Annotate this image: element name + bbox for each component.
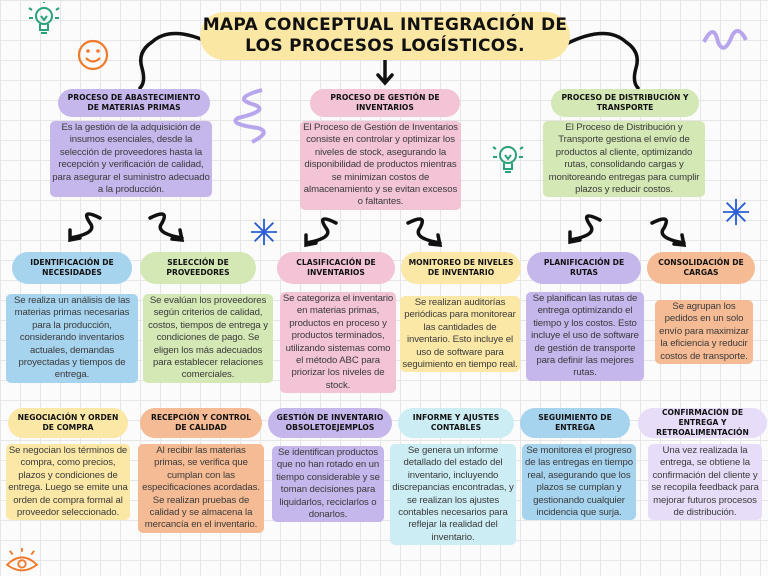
step-header-negociacion: Negociación y orden de compra: [8, 408, 128, 438]
eye-icon: [5, 548, 39, 572]
star-icon: [722, 198, 750, 226]
arrow-right: [564, 31, 640, 90]
process-header-abastecimiento: Proceso de abastecimiento de materias pr…: [58, 89, 210, 117]
step-header-monitoreo: Monitoreo de niveles de inventario: [401, 252, 521, 284]
step-text-monitoreo: Se realizan auditorías periódicas para m…: [400, 296, 520, 373]
page-title: MAPA CONCEPTUAL INTEGRACIÓN DE LOS PROCE…: [200, 12, 570, 60]
step-header-consolidacion: Consolidación de cargas: [647, 252, 755, 284]
step-header-identificacion: Identificación de necesidades: [12, 252, 132, 284]
step-header-informe: Informe y ajustes contables: [398, 408, 514, 438]
process-text-distribucion: El Proceso de Distribución y Transporte …: [543, 121, 705, 198]
process-header-distribucion: Proceso de distribución y transporte: [551, 89, 699, 117]
squiggle-icon: [233, 88, 266, 144]
lightbulb-icon: [28, 2, 60, 34]
step-header-obsoleto: Gestión de inventario obsoletoejemplos: [268, 408, 392, 438]
star-icon: [250, 218, 278, 246]
arrow-left: [138, 31, 214, 90]
step-header-planificacion: Planificación de rutas: [527, 252, 641, 284]
step-text-confirmacion: Una vez realizada la entrega, se obtiene…: [648, 444, 762, 521]
step-text-identificacion: Se realiza un análisis de las materias p…: [6, 294, 138, 383]
step-text-negociacion: Se negocian los términos de compra, como…: [6, 444, 130, 521]
step-text-planificacion: Se planifican las rutas de entrega optim…: [526, 292, 644, 381]
step-text-consolidacion: Se agrupan los pedidos en un solo envío …: [655, 300, 753, 365]
step-header-clasificacion: Clasificación de inventarios: [277, 252, 395, 284]
step-text-seguimiento: Se monitorea el progreso de las entregas…: [522, 444, 636, 521]
step-header-seguimiento: Seguimiento de entrega: [520, 408, 630, 438]
step-header-seleccion: Selección de proveedores: [140, 252, 256, 284]
process-text-abastecimiento: Es la gestión de la adquisición de insum…: [50, 121, 212, 198]
step-header-confirmacion: Confirmación de entrega y retroalimentac…: [638, 408, 767, 438]
step-text-informe: Se genera un informe detallado del estad…: [390, 444, 516, 546]
squiggle-icon: [702, 28, 748, 50]
process-header-inventarios: Proceso de gestión de inventarios: [310, 89, 460, 117]
smiley-icon: [77, 39, 109, 71]
step-header-recepcion: Recepción y control de calidad: [140, 408, 262, 438]
step-text-recepcion: Al recibir las materias primas, se verif…: [138, 444, 264, 533]
step-text-seleccion: Se evalúan los proveedores según criteri…: [143, 294, 273, 383]
lightbulb-icon: [492, 146, 524, 173]
process-text-inventarios: El Proceso de Gestión de Inventarios con…: [300, 121, 461, 210]
step-text-obsoleto: Se identifican productos que no han rota…: [272, 446, 384, 523]
step-text-clasificacion: Se categoriza el inventario en materias …: [280, 292, 396, 394]
arrow-center: [376, 58, 394, 86]
